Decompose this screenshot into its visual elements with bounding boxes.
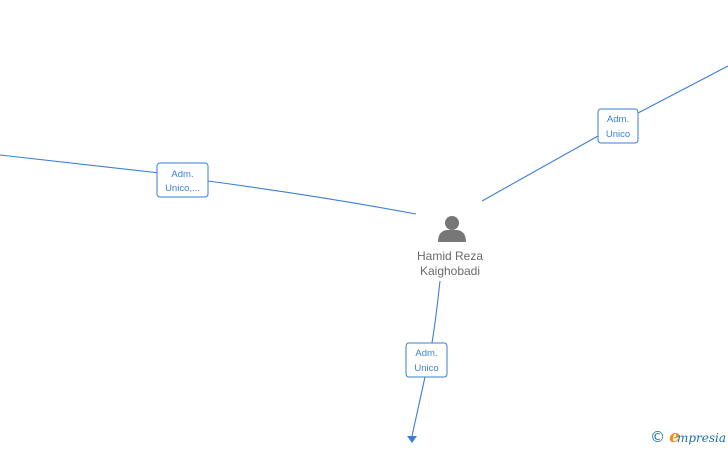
person-node-label[interactable]: Hamid Reza Kaighobadi: [400, 249, 500, 279]
edge-top-right: [637, 65, 728, 114]
relation-label-left-line1: Adm.: [171, 169, 193, 180]
person-name-line2: Kaighobadi: [419, 264, 481, 278]
edge-left: [0, 154, 161, 174]
relation-label-bottom[interactable]: Adm. Unico: [405, 342, 448, 378]
arrowhead-icon: [407, 436, 417, 443]
person-name-line1: Hamid Reza: [416, 249, 484, 263]
relation-label-bottom-line2: Unico: [414, 363, 438, 374]
edge-bottom: [431, 280, 441, 344]
relation-label-top-right-line2: Unico: [606, 129, 630, 140]
relation-label-left[interactable]: Adm. Unico,...: [156, 162, 209, 198]
empresia-logo: empresia: [669, 427, 726, 447]
brand-name: mpresia: [676, 431, 726, 445]
empresia-watermark: © empresia: [650, 427, 726, 447]
relation-label-bottom-line1: Adm.: [415, 348, 437, 359]
person-icon[interactable]: [438, 216, 466, 242]
copyright-icon: ©: [650, 428, 666, 446]
brand-initial: e: [669, 427, 680, 447]
edge-top-right-inner: [481, 135, 599, 202]
relation-label-top-right[interactable]: Adm. Unico: [597, 108, 639, 144]
edge-left-inner: [207, 180, 417, 215]
relation-label-left-line2: Unico,...: [165, 183, 200, 194]
edge-bottom-lower: [411, 376, 426, 437]
relation-label-top-right-line1: Adm.: [607, 114, 629, 125]
